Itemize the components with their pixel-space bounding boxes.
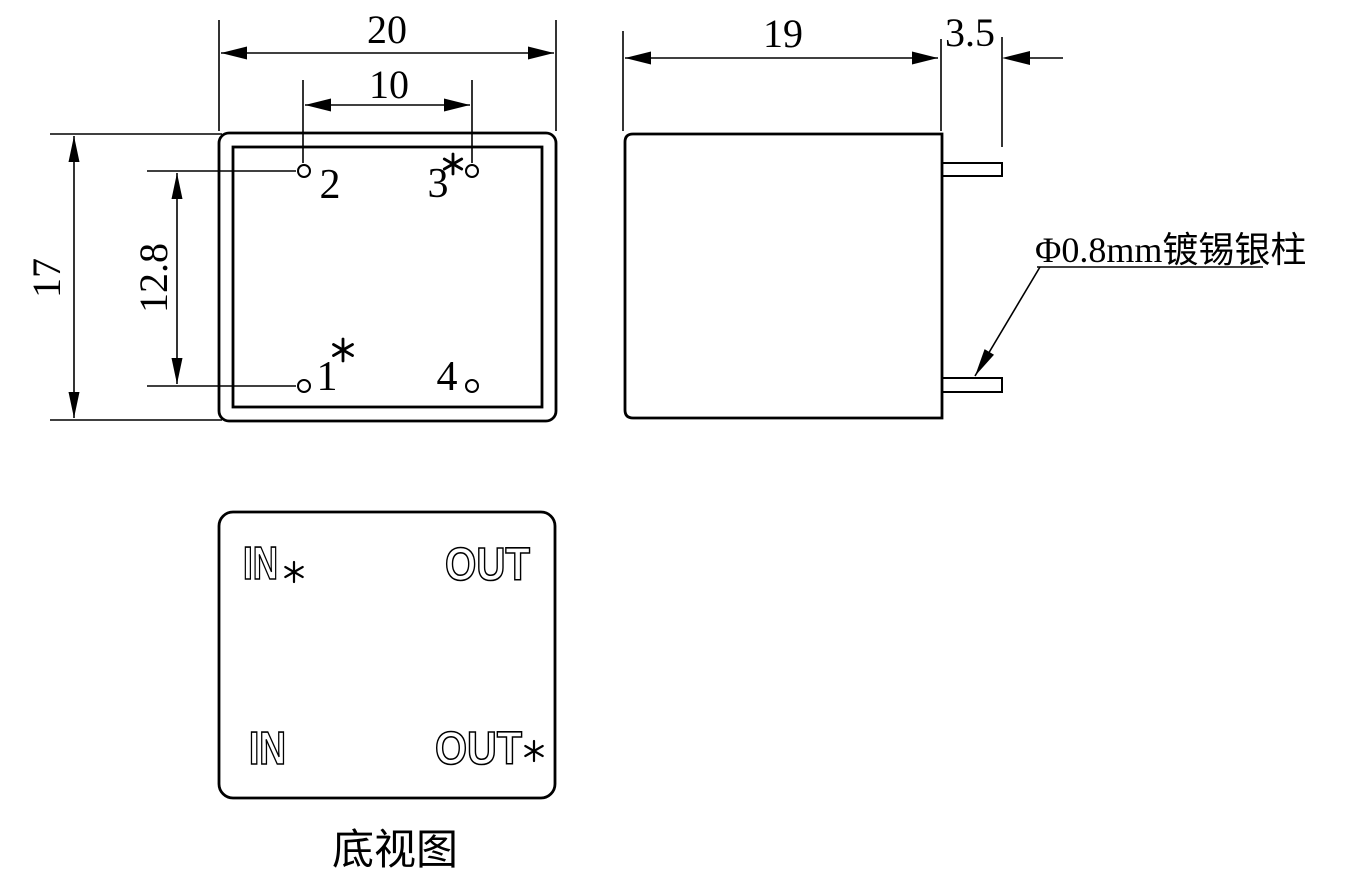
pin-1-asterisk-icon xyxy=(332,337,354,363)
pin-3-hole xyxy=(465,164,479,178)
bottom-view: IN OUT IN OUT 底视图 xyxy=(217,510,557,874)
side-view-top-pin xyxy=(941,162,1003,177)
top-view-inner-body xyxy=(231,145,544,409)
pin-1-hole xyxy=(297,379,311,393)
dim-pin-pitch-x-label: 10 xyxy=(369,62,409,107)
dim-overall-height: 17 xyxy=(24,133,222,421)
pin-note-label: Φ0.8mm镀锡银柱 xyxy=(1035,230,1306,270)
dim-body-length-label: 19 xyxy=(763,11,803,56)
dim-pin-pitch-y-label: 12.8 xyxy=(131,243,176,313)
dim-overall-height-label: 17 xyxy=(24,258,69,298)
bottom-view-in-bottom-label: IN xyxy=(249,722,286,774)
dim-pin-length: 3.5 xyxy=(945,10,1063,147)
top-view-outer-body xyxy=(217,131,558,423)
pin-2-hole xyxy=(297,164,311,178)
dim-pin-length-label: 3.5 xyxy=(945,10,995,55)
bottom-view-body xyxy=(217,510,557,800)
dim-pin-pitch-x: 10 xyxy=(302,62,473,163)
pin-4-hole xyxy=(465,379,479,393)
pin-2-label: 2 xyxy=(320,162,341,208)
pin-4-label: 4 xyxy=(437,354,458,400)
bottom-view-caption: 底视图 xyxy=(332,828,458,874)
pin-3-asterisk-icon xyxy=(442,152,464,176)
pin-1-label: 1 xyxy=(317,354,338,400)
out-bottom-asterisk-icon xyxy=(524,739,544,763)
side-view: 19 3.5 Φ0.8mm镀锡银柱 xyxy=(622,10,1306,420)
side-view-bottom-pin xyxy=(941,377,1003,393)
pin-3-label: 3 xyxy=(428,161,449,207)
bottom-view-in-top-label: IN xyxy=(243,537,278,589)
bottom-view-out-top-label: OUT xyxy=(445,538,530,590)
top-view: 2 3 1 4 20 xyxy=(24,7,558,423)
pin-note-leader: Φ0.8mm镀锡银柱 xyxy=(974,230,1306,377)
dim-body-length: 19 xyxy=(622,11,942,131)
dim-overall-width-label: 20 xyxy=(367,7,407,52)
dim-overall-width: 20 xyxy=(218,7,557,131)
dim-pin-pitch-y: 12.8 xyxy=(131,170,296,387)
bottom-view-out-bottom-label: OUT xyxy=(435,722,522,774)
in-top-asterisk-icon xyxy=(284,560,304,584)
side-view-body xyxy=(623,132,944,420)
